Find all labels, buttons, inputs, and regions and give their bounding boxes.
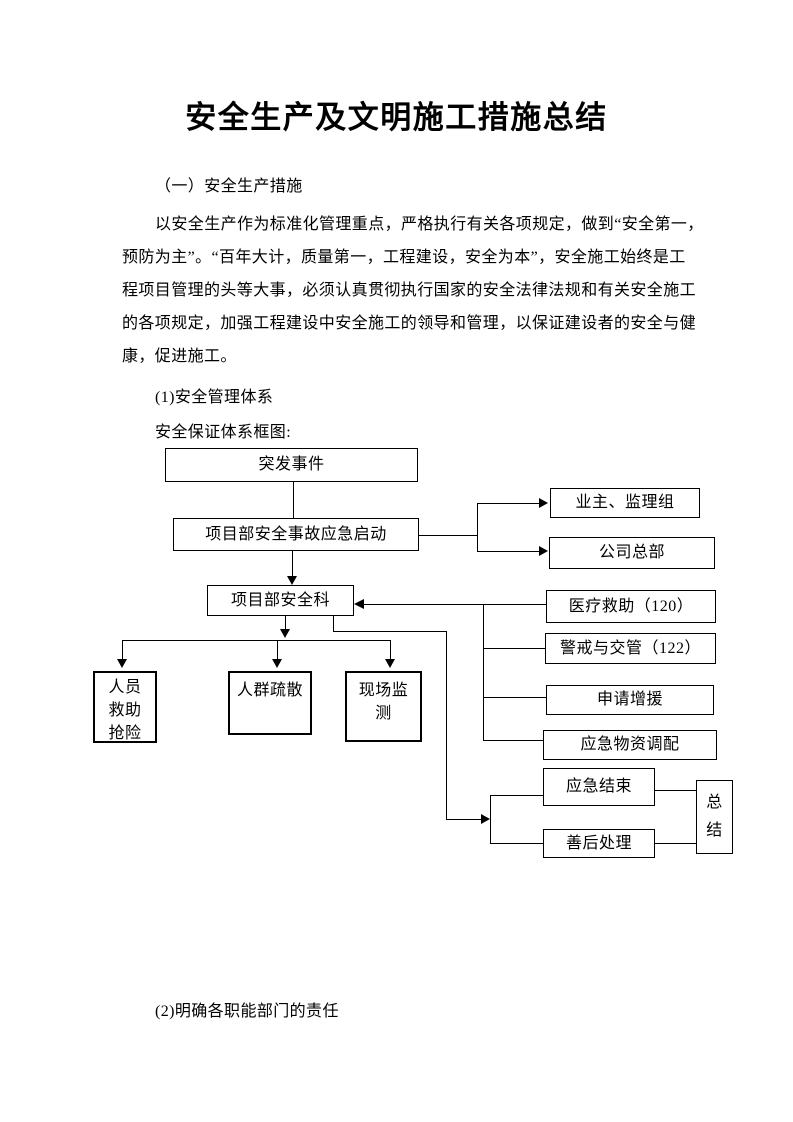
connector-start-to-safety bbox=[292, 551, 293, 577]
arrowhead-down-evacuation bbox=[272, 659, 282, 668]
connector-to-rescue bbox=[122, 640, 123, 660]
paragraph-line-1: 以安全生产作为标准化管理重点，严格执行有关各项规定，做到“安全第一， bbox=[155, 216, 704, 233]
connector-aftermath-to-summary bbox=[655, 843, 696, 844]
node-incident: 突发事件 bbox=[165, 448, 418, 482]
subheading-1: (1)安全管理体系 bbox=[155, 389, 274, 406]
arrowhead-down-rescue bbox=[117, 659, 127, 668]
section-heading-1: （一）安全生产措施 bbox=[155, 178, 303, 195]
node-emergency-start: 项目部安全事故应急启动 bbox=[173, 518, 419, 551]
connector-stub-police bbox=[483, 648, 545, 649]
connector-services-bracket bbox=[483, 604, 484, 741]
arrowhead-left-safety bbox=[354, 599, 364, 609]
arrowhead-right-owner bbox=[539, 498, 548, 508]
node-aftermath: 善后处理 bbox=[543, 829, 655, 858]
node-owner-supervision: 业主、监理组 bbox=[550, 488, 700, 518]
connector-safety-side-across bbox=[333, 631, 447, 632]
node-company-hq: 公司总部 bbox=[549, 537, 715, 569]
connector-distribution bbox=[122, 640, 390, 641]
connector-branch-vertical bbox=[477, 503, 478, 552]
node-request-reinforcement: 申请增援 bbox=[546, 685, 714, 715]
connector-long-vertical bbox=[446, 631, 447, 820]
connector-incident-to-start bbox=[293, 482, 294, 518]
arrowhead-right-hq bbox=[539, 546, 548, 556]
connector-to-end-bracket bbox=[446, 819, 482, 820]
node-summary: 总 结 bbox=[696, 780, 733, 854]
connector-to-evacuation bbox=[277, 640, 278, 660]
node-site-monitoring: 现场监 测 bbox=[345, 671, 422, 742]
node-medical-aid: 医疗救助（120） bbox=[546, 590, 716, 623]
connector-safety-side-down bbox=[333, 616, 334, 632]
subheading-2: (2)明确各职能部门的责任 bbox=[155, 1003, 339, 1020]
connector-start-right bbox=[419, 535, 477, 536]
arrowhead-right-end-bracket bbox=[481, 814, 490, 824]
arrowhead-down-monitoring bbox=[385, 659, 395, 668]
paragraph-line-3: 程项目管理的头等大事，必须认真贯彻执行国家的安全法律法规和有关安全施工 bbox=[122, 282, 697, 299]
diagram-caption: 安全保证体系框图: bbox=[155, 424, 292, 441]
connector-end-to-summary bbox=[655, 790, 696, 791]
connector-stub-supplies bbox=[483, 740, 543, 741]
connector-to-monitoring bbox=[390, 640, 391, 660]
paragraph-line-4: 的各项规定，加强工程建设中安全施工的领导和管理，以保证建设者的安全与健 bbox=[122, 315, 697, 332]
page-title: 安全生产及文明施工措施总结 bbox=[185, 100, 608, 135]
node-safety-section: 项目部安全科 bbox=[207, 585, 354, 616]
arrowhead-down-safety bbox=[287, 576, 297, 585]
connector-safety-down bbox=[285, 616, 286, 630]
node-emergency-end: 应急结束 bbox=[543, 768, 655, 806]
node-police-traffic: 警戒与交管（122） bbox=[545, 633, 716, 664]
node-supplies-allocation: 应急物资调配 bbox=[543, 730, 717, 760]
connector-stub-aftermath bbox=[490, 843, 543, 844]
connector-stub-reinforcement bbox=[483, 697, 546, 698]
connector-stub-emergency-end bbox=[490, 795, 543, 796]
connector-to-hq bbox=[477, 551, 539, 552]
arrowhead-down-distribution bbox=[280, 629, 290, 638]
connector-end-bracket bbox=[490, 795, 491, 844]
node-crowd-evacuation: 人群疏散 bbox=[228, 671, 312, 735]
paragraph-line-5: 康，促进施工。 bbox=[122, 348, 237, 365]
node-personnel-rescue: 人员 救助 抢险 bbox=[93, 671, 157, 743]
connector-services-to-safety bbox=[364, 604, 546, 605]
paragraph-line-2: 预防为主”。“百年大计，质量第一，工程建设，安全为本”，安全施工始终是工 bbox=[122, 249, 686, 266]
connector-to-owner bbox=[477, 503, 539, 504]
